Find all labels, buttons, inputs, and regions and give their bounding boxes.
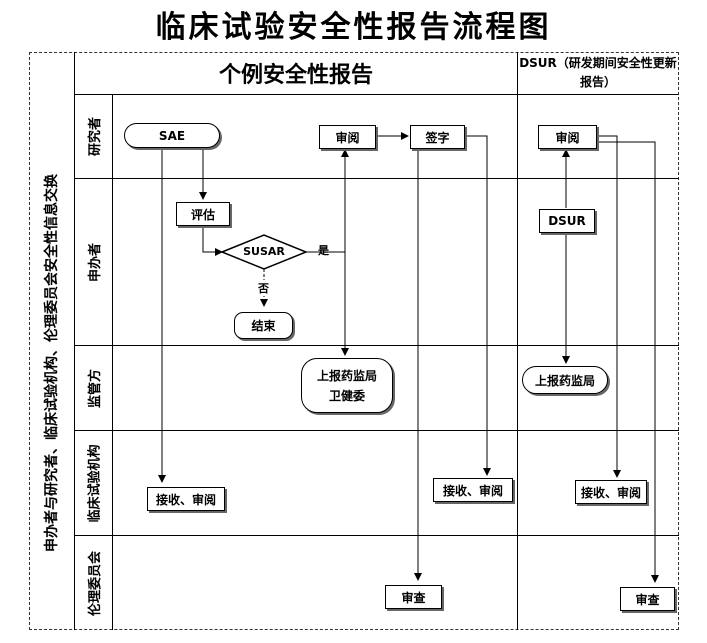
arrow-review2-to-check2 xyxy=(597,141,659,583)
node-sign: 签字 xyxy=(410,125,465,149)
divider-lane-2 xyxy=(74,345,679,346)
label-yes: 是 xyxy=(318,244,329,257)
divider-lane-1 xyxy=(74,178,679,179)
node-report-regulator: 上报药监局 卫健委 xyxy=(301,358,393,413)
node-receive-2: 接收、审阅 xyxy=(433,478,513,502)
divider-header xyxy=(74,94,679,95)
page-title: 临床试验安全性报告流程图 xyxy=(155,10,552,45)
arrow-review2-to-receive3 xyxy=(597,135,621,478)
arrow-susar-to-report xyxy=(306,251,349,356)
divider-left xyxy=(74,52,75,630)
section-individual-report: 个例安全性报告 xyxy=(218,62,373,88)
node-sae: SAE xyxy=(124,123,220,148)
divider-lane-label xyxy=(112,95,113,630)
arrow-sign-to-receive2 xyxy=(465,135,491,476)
node-receive-3: 接收、审阅 xyxy=(575,480,647,504)
node-evaluate: 评估 xyxy=(176,202,230,226)
node-check-2: 审查 xyxy=(620,587,675,611)
divider-lane-4 xyxy=(74,535,679,536)
node-review-dsur: 审阅 xyxy=(538,125,597,149)
arrow-evaluate-to-susar xyxy=(202,225,223,256)
node-review-researcher: 审阅 xyxy=(319,125,376,149)
report-line-2: 卫健委 xyxy=(328,388,365,403)
decision-susar-shape xyxy=(220,234,308,270)
node-check-1: 审查 xyxy=(385,585,442,609)
node-dsur: DSUR xyxy=(539,209,595,233)
report-line-1: 上报药监局 xyxy=(316,368,377,383)
label-no: 否 xyxy=(258,280,269,296)
node-end: 结束 xyxy=(234,312,293,339)
section-dsur: DSUR（研发期间安全性更新报告） xyxy=(519,56,677,89)
node-susar: SUSAR xyxy=(243,245,285,258)
node-receive-1: 接收、审阅 xyxy=(147,487,225,511)
diagram-frame xyxy=(29,52,679,630)
divider-dsur xyxy=(517,52,518,630)
divider-lane-3 xyxy=(74,430,679,431)
node-report-dsur: 上报药监局 xyxy=(522,366,608,394)
